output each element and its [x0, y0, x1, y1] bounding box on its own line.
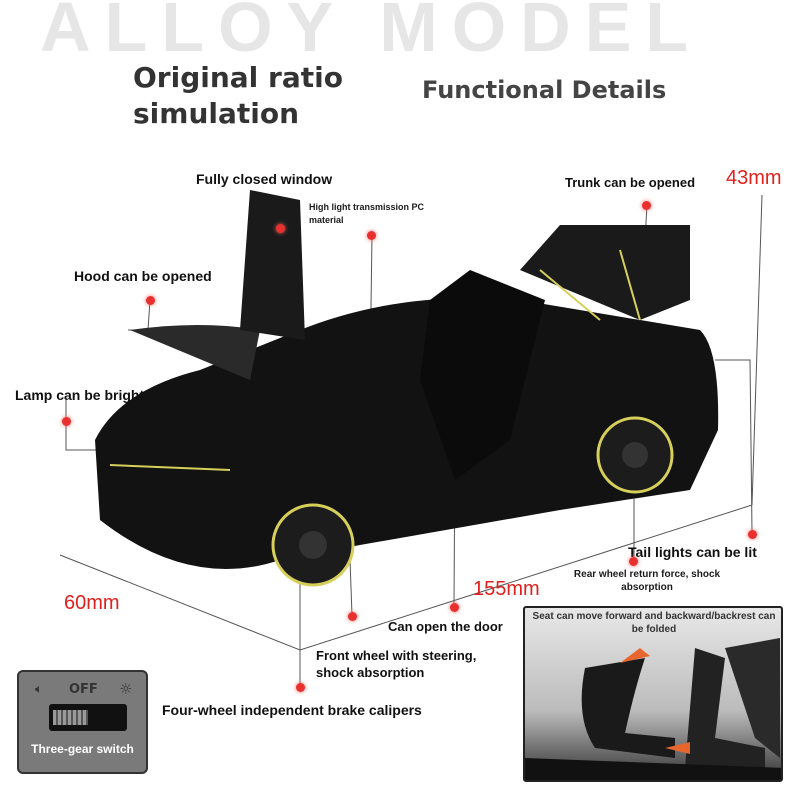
light-icon: ☼	[119, 680, 133, 698]
switch-slider[interactable]	[49, 704, 127, 731]
marker-front-wheel	[348, 612, 357, 621]
label-window: Fully closed window	[196, 171, 333, 187]
label-tail: Tail lights can be lit	[628, 544, 757, 560]
marker-door	[450, 603, 459, 612]
switch-knob[interactable]	[53, 710, 88, 725]
label-lamp: Lamp can be bright	[15, 387, 145, 403]
label-calipers: Four-wheel independent brake calipers	[162, 702, 422, 718]
headline-line2: simulation	[133, 97, 300, 130]
label-front-wheel: Front wheel with steering, shock absorpt…	[316, 648, 477, 680]
headline: Original ratio simulation	[133, 60, 343, 132]
marker-trunk	[642, 201, 651, 210]
marker-lamp	[62, 417, 71, 426]
seat-image	[525, 638, 781, 780]
switch-label: Three-gear switch	[31, 742, 134, 756]
width-dimension: 60mm	[64, 592, 120, 614]
arrow-slide-icon	[665, 742, 690, 754]
label-window-note: High light transmission PC material	[309, 202, 425, 225]
three-gear-switch-panel: 🔈︎ OFF ☼ Three-gear switch	[17, 670, 148, 774]
marker-rear-wheel	[629, 557, 638, 566]
headline-line1: Original ratio	[133, 61, 343, 94]
switch-state: OFF	[69, 682, 98, 697]
seat-caption: Seat can move forward and backward/backr…	[532, 611, 776, 635]
marker-tail	[748, 530, 757, 539]
speaker-icon: 🔈︎	[35, 682, 43, 697]
length-dimension: 155mm	[473, 578, 540, 600]
watermark-title: ALLOY MODEL	[40, 0, 703, 66]
marker-window	[276, 224, 285, 233]
label-rear-wheel: Rear wheel return force, shock absorptio…	[573, 569, 721, 593]
marker-window-note	[367, 231, 376, 240]
subheadline: Functional Details	[422, 76, 667, 104]
arrow-backrest-icon	[620, 648, 650, 663]
car-image	[95, 190, 719, 587]
seat-detail-panel: Seat can move forward and backward/backr…	[523, 606, 783, 782]
height-dimension: 43mm	[726, 167, 782, 189]
label-trunk: Trunk can be opened	[565, 175, 696, 190]
marker-calipers	[296, 683, 305, 692]
marker-hood	[146, 296, 155, 305]
label-door: Can open the door	[388, 619, 503, 634]
label-hood: Hood can be opened	[74, 268, 212, 284]
